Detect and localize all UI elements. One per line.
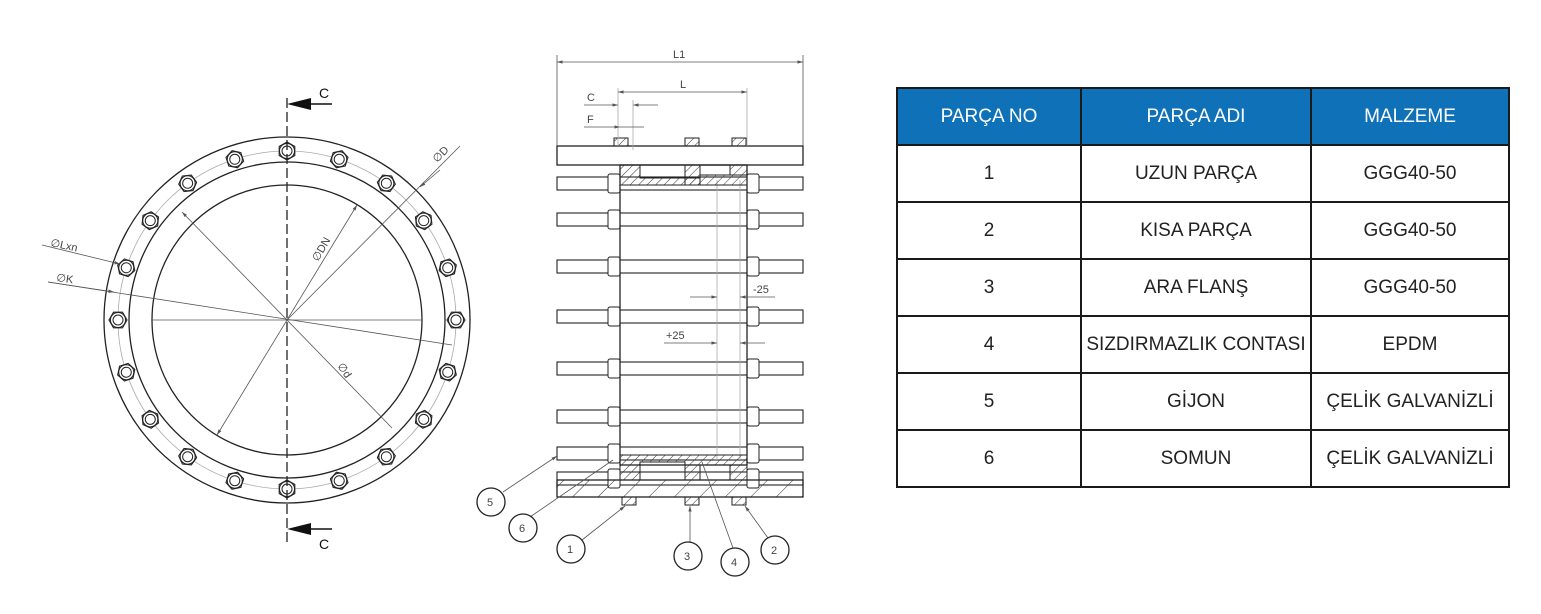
table-cell-part-no: 2 xyxy=(896,201,1082,260)
table-cell-material: EPDM xyxy=(1310,315,1510,374)
nut xyxy=(607,443,621,464)
callout-4: 4 xyxy=(701,461,750,577)
pipe-body xyxy=(619,164,748,466)
bolt-nut xyxy=(329,150,349,169)
nut xyxy=(746,443,760,464)
dim-d-label: ∅d xyxy=(335,361,354,381)
table-cell-material: ÇELİK GALVANİZLİ xyxy=(1310,429,1510,488)
callout-6: 6 xyxy=(508,459,614,543)
top-flange xyxy=(556,145,804,166)
table-cell-material: GGG40-50 xyxy=(1310,258,1510,317)
svg-text:1: 1 xyxy=(567,544,573,556)
nut xyxy=(607,256,621,277)
bolt-nut xyxy=(117,258,136,278)
bolt-nut xyxy=(414,211,433,231)
svg-text:2: 2 xyxy=(771,545,777,557)
stud-bar xyxy=(556,361,804,376)
dim-D-label: ∅D xyxy=(431,144,452,165)
table-cell-part-name: KISA PARÇA xyxy=(1080,201,1312,260)
header-material: MALZEME xyxy=(1310,87,1510,146)
callout-2: 2 xyxy=(744,505,790,565)
nut xyxy=(746,358,760,379)
dim-L-label: L xyxy=(680,79,686,91)
bolt-nut xyxy=(446,311,466,329)
svg-text:5: 5 xyxy=(487,497,493,509)
dim-C-label: C xyxy=(587,92,595,104)
svg-text:3: 3 xyxy=(684,551,690,563)
nut xyxy=(746,406,760,427)
bolt-nut xyxy=(178,447,198,466)
table-cell-part-no: 4 xyxy=(896,315,1082,374)
bolt-nut xyxy=(117,362,136,382)
section-label-top: C xyxy=(319,85,329,101)
callout-5: 5 xyxy=(476,455,558,517)
table-cell-part-no: 1 xyxy=(896,144,1082,203)
bottom-flange xyxy=(556,479,804,498)
dim-Lxn-label: ∅Lxn xyxy=(49,237,78,254)
table-cell-part-no: 5 xyxy=(896,372,1082,431)
bolt-nut xyxy=(438,258,457,278)
stud-bar xyxy=(556,309,804,324)
table-cell-material: GGG40-50 xyxy=(1310,201,1510,260)
bolt-nut xyxy=(278,479,296,499)
bolt-nut xyxy=(376,174,396,193)
bolt-ring xyxy=(108,141,466,499)
outer-flange-circle xyxy=(103,136,471,504)
nut xyxy=(607,173,621,194)
section-label-bottom: C xyxy=(319,536,329,552)
stud-bar xyxy=(556,409,804,424)
header-part-name: PARÇA ADI xyxy=(1080,87,1312,146)
dim-F-label: F xyxy=(587,114,594,126)
bolt-nut xyxy=(225,150,245,169)
table-cell-part-name: SOMUN xyxy=(1080,429,1312,488)
bolt-nut xyxy=(178,174,198,193)
table-cell-part-name: SIZDIRMAZLIK CONTASI xyxy=(1080,315,1312,374)
table-cell-part-name: ARA FLANŞ xyxy=(1080,258,1312,317)
nut xyxy=(746,209,760,230)
nut xyxy=(607,358,621,379)
nut xyxy=(607,306,621,327)
table-cell-part-no: 6 xyxy=(896,429,1082,488)
dim-L1-label: L1 xyxy=(673,49,685,61)
table-cell-part-name: UZUN PARÇA xyxy=(1080,144,1312,203)
table-cell-material: GGG40-50 xyxy=(1310,144,1510,203)
bolt-nut xyxy=(141,409,160,429)
dim-K-label: ∅K xyxy=(56,272,75,286)
nut xyxy=(746,306,760,327)
side-view: L1 L C F -25 +25 5 6 1 3 4 2 xyxy=(476,49,804,577)
stud-bar xyxy=(556,212,804,227)
nut xyxy=(607,209,621,230)
callout-3: 3 xyxy=(673,506,703,571)
bolt-nut xyxy=(376,447,396,466)
callout-1: 1 xyxy=(556,505,626,564)
bolt-nut xyxy=(108,311,128,329)
tol-plus-label: +25 xyxy=(666,330,685,342)
svg-text:4: 4 xyxy=(731,557,737,569)
bolt-nut xyxy=(141,211,160,231)
table-cell-part-no: 3 xyxy=(896,258,1082,317)
svg-text:6: 6 xyxy=(519,523,525,535)
bolt-nut xyxy=(329,471,349,490)
bolt-nut xyxy=(414,409,433,429)
bolt-nut xyxy=(225,471,245,490)
nut xyxy=(607,406,621,427)
nut xyxy=(746,173,760,194)
nut xyxy=(746,256,760,277)
stud-bar xyxy=(556,259,804,274)
header-part-no: PARÇA NO xyxy=(896,87,1082,146)
tol-minus-label: -25 xyxy=(753,284,769,296)
table-cell-material: ÇELİK GALVANİZLİ xyxy=(1310,372,1510,431)
front-view: C C ∅D ∅DN ∅Lxn ∅K ∅d xyxy=(41,85,471,552)
table-cell-part-name: GİJON xyxy=(1080,372,1312,431)
bolt-nut xyxy=(438,362,457,382)
